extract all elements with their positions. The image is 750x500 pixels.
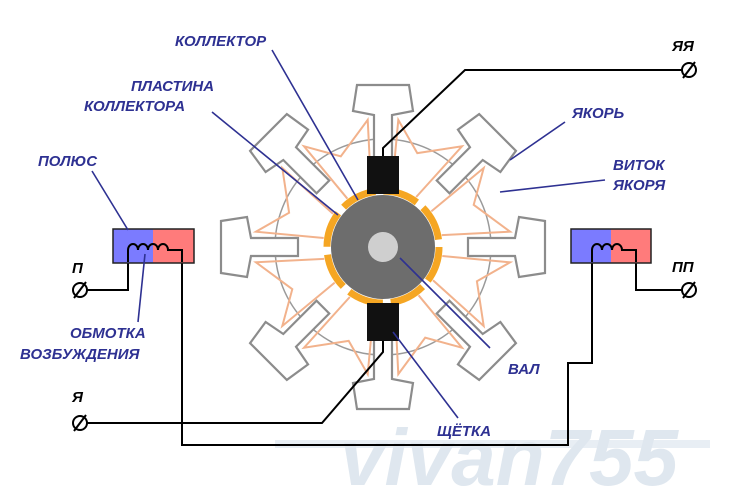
winding-turn bbox=[393, 294, 465, 377]
leader-collector bbox=[271, 49, 359, 201]
leader-plate bbox=[211, 111, 339, 216]
watermark-text: vivan755 bbox=[340, 413, 680, 500]
label-turn-line2: ЯКОРЯ bbox=[612, 177, 666, 194]
terminal-p: П bbox=[72, 260, 88, 299]
armature-tooth bbox=[351, 83, 415, 164]
armature-tooth bbox=[466, 215, 547, 279]
armature-tooth bbox=[248, 112, 331, 195]
label-anchor: ЯКОРЬ bbox=[571, 105, 625, 122]
winding-turn bbox=[301, 117, 373, 200]
brush-bottom bbox=[367, 303, 399, 341]
terminal-pp: ПП bbox=[672, 259, 697, 299]
label-plate-line2: КОЛЛЕКТОРА bbox=[84, 98, 185, 115]
winding-turn bbox=[253, 257, 336, 329]
terminal-pp-label: ПП bbox=[672, 259, 695, 276]
excitation-coil-left bbox=[127, 243, 183, 262]
pole-right bbox=[570, 228, 652, 264]
leader-shaft bbox=[399, 257, 491, 349]
shaft bbox=[368, 232, 398, 262]
terminal-yaya-label: ЯЯ bbox=[671, 38, 695, 55]
winding-turn bbox=[432, 255, 514, 329]
leader-brush bbox=[392, 331, 459, 419]
commutator-plates bbox=[323, 187, 443, 307]
label-excitation-line2: ВОЗБУЖДЕНИЯ bbox=[20, 346, 141, 363]
terminal-p-label: П bbox=[72, 260, 84, 277]
wire-p bbox=[82, 262, 129, 291]
armature-tooth bbox=[435, 112, 518, 195]
label-plate-line1: ПЛАСТИНА bbox=[131, 78, 214, 95]
label-turn-line1: ВИТОК bbox=[613, 157, 666, 174]
winding-turn bbox=[430, 165, 513, 237]
armature-tooth bbox=[248, 299, 331, 382]
winding-turn bbox=[391, 116, 465, 198]
pole-left bbox=[112, 228, 195, 264]
leader-pole bbox=[91, 170, 129, 231]
leader-anchor bbox=[509, 121, 566, 161]
wire-field-series bbox=[181, 262, 593, 446]
terminal-ya: Я bbox=[71, 389, 88, 432]
wire-pp bbox=[635, 262, 689, 291]
label-shaft: ВАЛ bbox=[508, 361, 540, 378]
terminal-ya-label: Я bbox=[71, 389, 84, 406]
leader-lines bbox=[91, 49, 606, 419]
brush-top bbox=[367, 156, 399, 194]
winding-turn bbox=[301, 296, 375, 378]
armature-teeth bbox=[219, 83, 547, 411]
wire-ya bbox=[82, 341, 384, 424]
leader-turn bbox=[499, 179, 606, 193]
excitation-coil-right bbox=[591, 243, 637, 262]
label-collector: КОЛЛЕКТОР bbox=[175, 33, 267, 50]
label-pole: ПОЛЮС bbox=[38, 153, 98, 170]
label-brush: ЩЁТКА bbox=[437, 423, 491, 440]
watermark: vivan755 bbox=[275, 413, 710, 500]
armature-tooth bbox=[219, 215, 300, 279]
label-excitation-line1: ОБМОТКА bbox=[70, 325, 146, 342]
external-wiring bbox=[82, 69, 689, 446]
armature-tooth bbox=[435, 299, 518, 382]
wire-yaya bbox=[382, 69, 689, 156]
commutator bbox=[323, 187, 443, 307]
leader-excitation bbox=[137, 253, 146, 323]
terminal-yaya: ЯЯ bbox=[671, 38, 697, 79]
armature-tooth bbox=[351, 330, 415, 411]
pole-right-red bbox=[611, 229, 651, 263]
